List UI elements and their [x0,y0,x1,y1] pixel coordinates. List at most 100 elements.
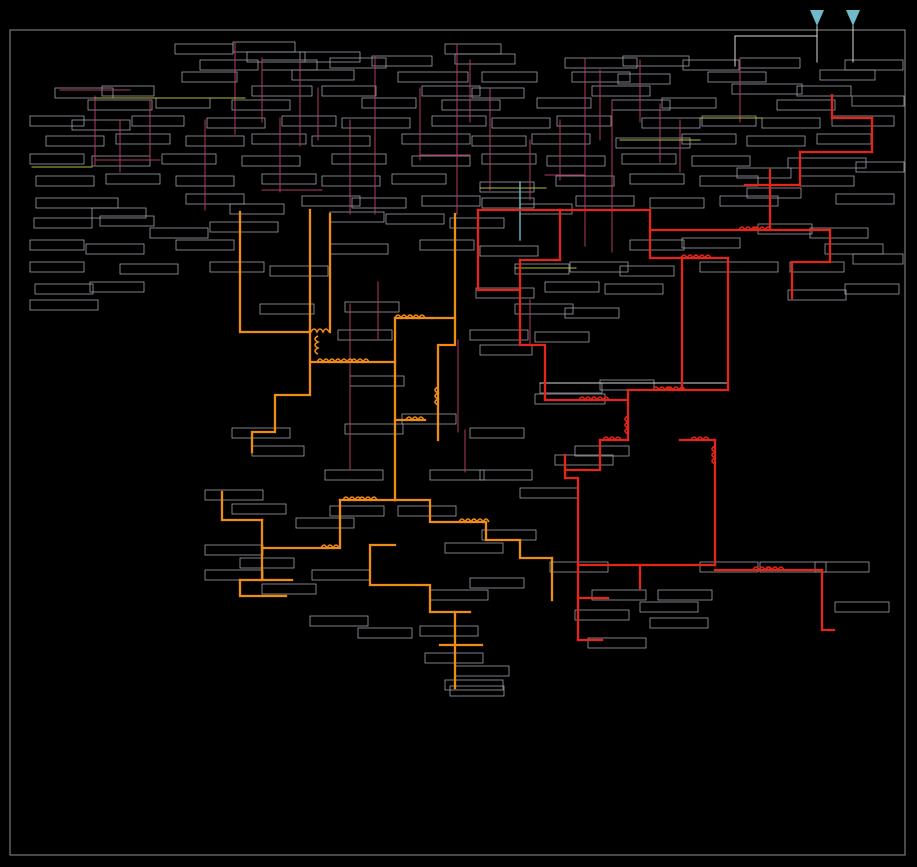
label-box [281,115,337,127]
label-box [311,569,371,581]
label-box [831,115,895,127]
label-box [617,73,671,85]
label-box [91,155,151,167]
label-box [231,99,291,111]
label-box [629,239,685,251]
label-box [736,167,792,179]
label-box [204,544,264,556]
label-box [181,71,238,83]
coil-symbol [316,358,336,364]
selection-arrow-icon[interactable] [810,10,824,26]
label-box [591,85,651,97]
orange-line [368,543,472,614]
label-box [761,117,821,129]
label-box [301,195,361,207]
label-box [834,601,890,613]
label-box [556,115,612,127]
label-box [789,261,845,273]
label-box [575,195,635,207]
label-box [691,155,751,167]
orange-line [484,520,554,560]
orange-line [220,490,264,522]
label-box [241,155,301,167]
markers-layer [810,10,860,26]
label-box [746,187,802,199]
label-box [199,59,259,71]
label-box [91,207,147,219]
label-box [816,133,872,145]
label-box [155,97,211,109]
label-box [746,135,806,147]
label-box [35,175,95,187]
label-box [29,299,99,311]
coil-symbol [334,358,354,364]
coil-symbol [470,518,490,524]
red-line [563,468,580,642]
label-box [591,589,647,601]
coil-symbol [434,386,440,406]
label-box [441,99,501,111]
label-box [481,529,537,541]
label-box [475,287,535,299]
orange-line [260,498,342,550]
coil-symbol [711,445,717,465]
label-box [251,85,313,97]
label-box [35,197,119,209]
label-box [814,561,870,573]
label-box [204,569,264,581]
coil-symbol [350,358,370,364]
label-box [321,85,377,97]
coil-symbol [692,254,712,260]
label-box [587,637,647,649]
coil-symbol [342,496,362,502]
label-box [341,117,411,129]
selection-arrow-icon[interactable] [846,10,860,26]
label-box [599,379,655,391]
orange-line [250,360,312,454]
label-box [681,237,741,249]
label-box [835,193,895,205]
label-box [481,153,537,165]
coil-symbol [690,436,710,442]
label-box [799,175,855,187]
coil-symbol [310,328,330,334]
label-box [209,221,279,233]
label-box [514,263,570,275]
label-box [119,263,179,275]
label-box [554,454,614,466]
label-box [357,627,413,639]
label-box [239,557,295,569]
label-box [161,153,217,165]
label-box [209,261,265,273]
label-box [174,43,234,55]
label-box [569,261,629,273]
label-box [787,289,847,301]
label-box [311,135,371,147]
label-box [661,97,717,109]
red-line [820,568,836,632]
label-box [514,303,574,315]
red-line [476,208,547,402]
label-box [699,561,759,573]
label-box [54,87,114,99]
label-box [479,344,533,356]
coil-symbol [590,396,610,402]
label-box [479,245,539,257]
label-box [45,135,105,147]
label-box [231,427,291,439]
coil-symbol [405,416,425,422]
label-box [185,135,245,147]
orange-line [238,578,288,598]
label-box [855,161,905,173]
label-box [564,307,620,319]
label-box [99,215,155,227]
label-box [101,85,155,97]
label-box [337,329,393,341]
label-box [571,71,631,83]
label-box [291,69,355,81]
label-box [564,57,638,69]
coil-symbol [652,386,672,392]
label-box [604,283,664,295]
label-box [344,301,400,313]
